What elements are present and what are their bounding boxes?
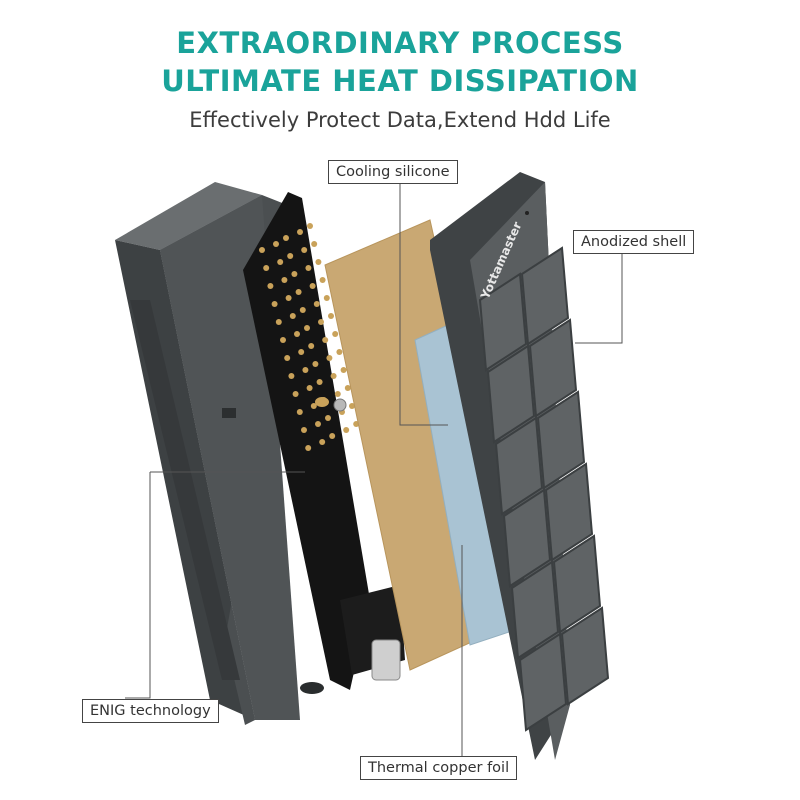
gold-pad <box>310 403 317 409</box>
gold-pad <box>301 247 308 253</box>
shell-block <box>510 560 560 660</box>
gold-pad <box>277 259 284 265</box>
gold-pad <box>296 409 303 415</box>
anodized-shell: Yottamaster <box>430 172 610 760</box>
gold-pad <box>275 319 282 325</box>
gold-pad <box>305 445 312 451</box>
gold-pad <box>298 349 305 355</box>
gold-pad <box>315 259 322 265</box>
standoff-screw <box>333 398 347 412</box>
gold-pad <box>326 355 333 361</box>
gold-pad <box>340 367 347 373</box>
gold-pad <box>330 373 337 379</box>
gold-pad <box>271 301 278 307</box>
pcb-board <box>243 192 405 690</box>
gold-pad <box>273 241 279 247</box>
gold-pad <box>292 391 299 397</box>
gold-pad <box>323 295 330 301</box>
gold-pad <box>259 247 265 253</box>
shell-block <box>518 632 568 732</box>
gold-pad <box>318 319 324 325</box>
callout-anodized-shell: Anodized shell <box>573 230 695 254</box>
shell-block <box>494 416 544 516</box>
gold-pad <box>322 337 329 343</box>
shell-block <box>528 318 578 418</box>
gold-pad <box>349 403 355 409</box>
gold-pad <box>267 283 274 289</box>
gold-pad <box>297 229 303 235</box>
gold-pad <box>319 277 326 283</box>
shell-block <box>478 272 528 372</box>
gold-pad <box>305 265 312 271</box>
gold-pad <box>280 337 286 343</box>
gold-pad <box>285 295 292 301</box>
shell-block <box>552 534 602 634</box>
headline-line-2: ULTIMATE HEAT DISSIPATION <box>161 64 639 98</box>
gold-pad <box>328 313 334 319</box>
gold-pad <box>299 307 306 313</box>
gold-pad <box>344 385 351 391</box>
gold-pad <box>288 373 295 379</box>
shell-block <box>560 606 610 706</box>
gold-pad <box>295 289 302 295</box>
gold-pad <box>315 421 321 427</box>
gold-pad <box>263 265 270 271</box>
gold-pad <box>329 433 336 439</box>
gold-pad <box>311 241 318 247</box>
callout-cooling-silicone: Cooling silicone <box>328 160 458 184</box>
enig-gold-pads <box>259 223 360 451</box>
callout-leader-lines <box>125 183 623 759</box>
gold-pad <box>336 349 343 355</box>
usb-c-port <box>371 639 401 681</box>
gold-pad <box>343 427 350 433</box>
gold-pad <box>287 253 294 259</box>
gold-pad <box>334 391 341 397</box>
gold-pad <box>291 271 298 277</box>
gold-pad <box>316 379 323 385</box>
shell-block <box>536 390 586 490</box>
subtitle: Effectively Protect Data,Extend Hdd Life <box>189 108 611 132</box>
gold-pad <box>313 301 320 307</box>
shell-block <box>544 462 594 562</box>
headline-line-1: EXTRAORDINARY PROCESS <box>176 26 624 60</box>
gold-pad <box>283 235 289 241</box>
shell-block <box>486 344 536 444</box>
gold-pad <box>301 427 307 433</box>
gold-pad <box>294 331 300 337</box>
gold-pad <box>306 385 313 391</box>
gold-pad <box>284 355 291 361</box>
gold-pad <box>312 361 319 367</box>
gold-pad <box>332 331 339 337</box>
gold-pad <box>325 415 331 421</box>
gold-pad <box>304 325 310 331</box>
gold-pad <box>289 313 296 319</box>
callout-enig-technology: ENIG technology <box>82 699 219 723</box>
gold-pad <box>281 277 288 283</box>
shell-block <box>520 246 570 346</box>
gold-pad <box>309 283 316 289</box>
gold-pad <box>302 367 309 373</box>
callout-thermal-copper-foil: Thermal copper foil <box>360 756 518 780</box>
gold-pad <box>308 343 315 349</box>
gold-pad <box>307 223 313 229</box>
shell-block <box>502 488 552 588</box>
gold-pad <box>319 439 326 445</box>
shell-grid-blocks <box>478 246 610 732</box>
